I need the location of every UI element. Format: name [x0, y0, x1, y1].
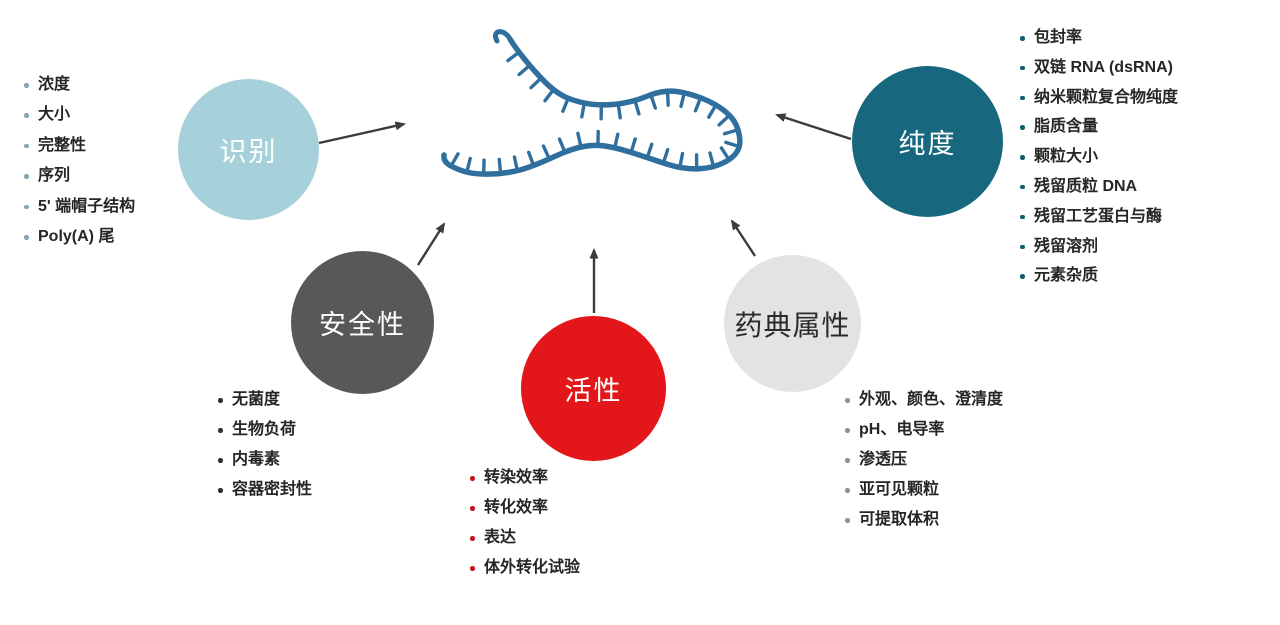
category-circle-activity: 活性	[521, 316, 666, 461]
list-item: 元素杂质	[1018, 261, 1178, 291]
circle-label-activity: 活性	[564, 376, 623, 406]
attribute-list-activity: 转染效率转化效率表达体外转化试验	[468, 463, 580, 583]
list-item: 包封率	[1018, 23, 1178, 53]
rna-tick	[512, 155, 519, 171]
attribute-list-purity: 包封率双链 RNA (dsRNA)纳米颗粒复合物纯度脂质含量颗粒大小残留质粒 D…	[1018, 23, 1178, 291]
rna-tick	[517, 65, 530, 77]
list-item: 完整性	[22, 131, 135, 161]
list-item: 脂质含量	[1018, 112, 1178, 142]
list-item: 容器密封性	[216, 475, 312, 505]
rna-tick	[616, 104, 622, 120]
rna-tick	[662, 147, 670, 163]
list-item: 转化效率	[468, 493, 580, 523]
circle-label-pharmacopoeia: 药典属性	[734, 309, 851, 341]
rna-tick	[580, 103, 586, 119]
rna-tick	[679, 93, 686, 109]
mrna-strand-illustration	[430, 15, 750, 205]
circle-label-purity: 纯度	[898, 129, 957, 159]
category-circle-safety: 安全性	[291, 251, 434, 394]
list-item: 残留工艺蛋白与酶	[1018, 202, 1178, 232]
rna-tick	[529, 77, 542, 90]
list-item: 外观、颜色、澄清度	[843, 385, 1003, 415]
circle-label-safety: 安全性	[319, 310, 406, 340]
list-item: 无菌度	[216, 385, 312, 415]
circle-label-identification: 识别	[219, 137, 278, 167]
rna-tick	[541, 144, 551, 159]
rna-tick	[693, 97, 702, 113]
arrow-pharmacopoeia	[730, 219, 757, 257]
list-item: 大小	[22, 100, 135, 130]
rna-tick	[557, 137, 566, 152]
rna-tick	[576, 131, 583, 147]
category-circle-pharmacopoeia: 药典属性	[724, 255, 861, 392]
list-item: 颗粒大小	[1018, 142, 1178, 172]
rna-tick	[506, 51, 520, 63]
arrow-safety	[416, 222, 446, 266]
rna-tick	[722, 128, 738, 136]
attribute-list-safety: 无菌度生物负荷内毒素容器密封性	[216, 385, 312, 505]
category-circle-purity: 纯度	[852, 66, 1003, 217]
rna-tick	[450, 152, 460, 167]
list-item: 序列	[22, 161, 135, 191]
list-item: 残留溶剂	[1018, 232, 1178, 262]
rna-tick	[708, 151, 715, 167]
rna-tick	[719, 146, 730, 160]
list-item: 双链 RNA (dsRNA)	[1018, 53, 1178, 83]
rna-tick	[465, 156, 472, 172]
rna-tick	[724, 140, 739, 148]
rna-tick	[629, 137, 637, 153]
list-item: 可提取体积	[843, 505, 1003, 535]
list-item: 表达	[468, 523, 580, 553]
arrow-identification	[318, 121, 406, 145]
list-item: 转染效率	[468, 463, 580, 493]
list-item: pH、电导率	[843, 415, 1003, 445]
rna-tick	[707, 105, 717, 119]
rna-tick	[646, 142, 654, 158]
list-item: 生物负荷	[216, 415, 312, 445]
list-item: 体外转化试验	[468, 553, 580, 583]
rna-tick	[613, 132, 620, 148]
list-item: 浓度	[22, 70, 135, 100]
rna-backbone	[441, 36, 743, 177]
rna-tick	[497, 157, 503, 174]
arrow-purity	[775, 113, 852, 141]
list-item: 内毒素	[216, 445, 312, 475]
rna-tick	[678, 151, 685, 168]
list-item: 渗透压	[843, 445, 1003, 475]
rna-tick	[543, 89, 555, 103]
rna-tick	[665, 91, 670, 107]
category-circle-identification: 识别	[178, 79, 319, 220]
rna-tick	[649, 94, 658, 110]
rna-nucleotide-ticks	[450, 51, 739, 174]
rna-hook	[493, 29, 513, 44]
rna-tick	[526, 150, 535, 166]
list-item: 5' 端帽子结构	[22, 192, 135, 222]
list-item: Poly(A) 尾	[22, 222, 135, 252]
list-item: 残留质粒 DNA	[1018, 172, 1178, 202]
rna-tick	[717, 114, 730, 127]
rna-tick	[561, 98, 570, 113]
list-item: 亚可见颗粒	[843, 475, 1003, 505]
rna-tick	[633, 100, 641, 116]
list-item: 纳米颗粒复合物纯度	[1018, 83, 1178, 113]
